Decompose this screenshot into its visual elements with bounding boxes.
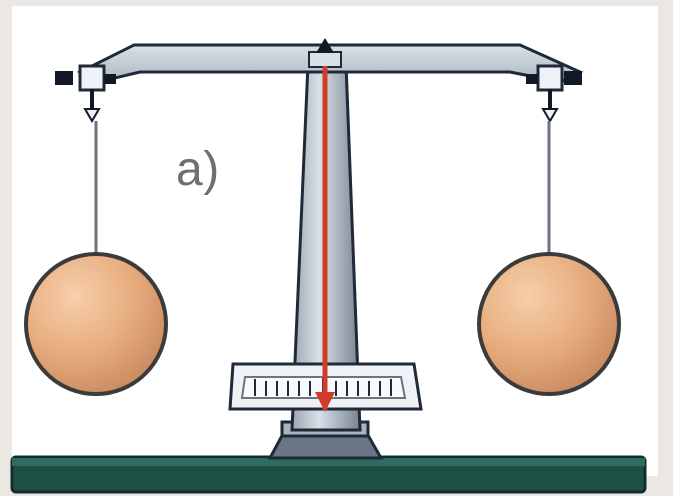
right-clamp-icon — [526, 64, 582, 123]
base-platform-highlight — [12, 458, 645, 466]
diagram-label: a) — [176, 143, 220, 196]
pointer-icon — [315, 66, 335, 412]
pivot-icon — [308, 38, 342, 68]
left-clamp-icon — [55, 64, 116, 123]
left-ball — [24, 252, 168, 396]
right-ball — [477, 252, 621, 396]
